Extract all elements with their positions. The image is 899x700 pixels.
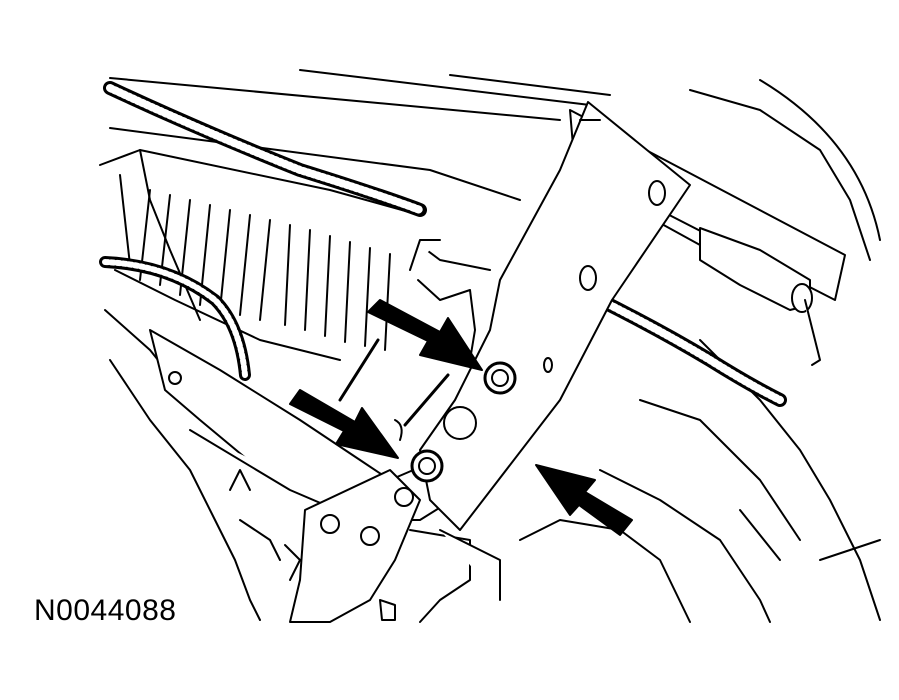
bolt-lower [410, 449, 444, 483]
harness-right [593, 293, 787, 407]
bracket [409, 101, 691, 531]
body-panels [99, 69, 881, 623]
callout-arrow-bracket [535, 464, 633, 536]
callout-arrow-lower-bolt [289, 389, 399, 459]
figure-reference-code: N0044088 [34, 594, 177, 627]
bolt-upper [483, 361, 517, 395]
callout-arrow-upper-bolt [367, 299, 483, 371]
harness-upper [103, 81, 427, 217]
guide-lines [338, 338, 450, 441]
lower-support [229, 469, 501, 623]
access-hole [443, 406, 477, 440]
harness-left [99, 256, 251, 381]
